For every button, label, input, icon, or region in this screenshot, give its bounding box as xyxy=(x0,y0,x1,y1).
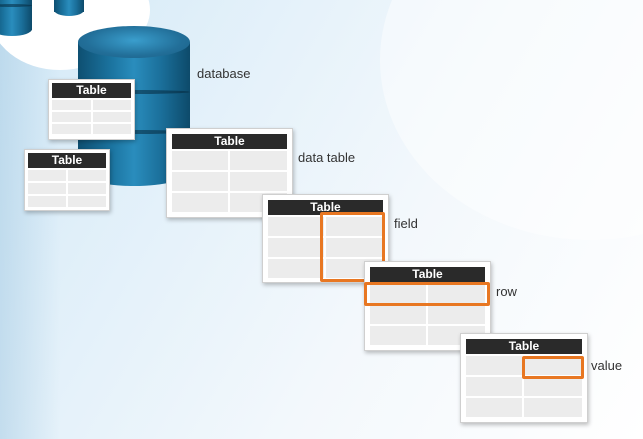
small-database-icon xyxy=(0,0,32,38)
table-cell xyxy=(326,238,383,257)
table-header: Table xyxy=(466,339,582,354)
table-cell xyxy=(52,124,91,134)
small-database-icon xyxy=(54,0,84,20)
table-cell xyxy=(172,172,228,191)
background-glow xyxy=(380,0,643,240)
table-cell xyxy=(93,124,131,134)
table-cell xyxy=(268,217,324,236)
label-value: value xyxy=(591,358,623,373)
table-cell xyxy=(466,356,522,375)
table-header: Table xyxy=(28,153,106,168)
table-cell xyxy=(428,305,485,324)
table-cell xyxy=(524,356,582,375)
table-cell xyxy=(93,112,131,122)
table-header: Table xyxy=(370,267,485,282)
table-cell xyxy=(370,284,426,303)
field-highlight xyxy=(320,212,385,282)
label-row: row xyxy=(496,284,517,299)
table-cell xyxy=(52,100,91,110)
table-cell xyxy=(466,398,522,417)
table-cell xyxy=(172,151,228,170)
table-cell xyxy=(268,259,324,278)
table-cell xyxy=(370,305,426,324)
table-cell xyxy=(68,170,106,181)
label-database: database xyxy=(197,66,251,81)
table-cell xyxy=(28,196,66,207)
table-cell xyxy=(68,196,106,207)
table-header: Table xyxy=(172,134,287,149)
table-cell xyxy=(28,170,66,181)
table-cell xyxy=(524,398,582,417)
table-cell xyxy=(230,151,287,170)
table-cell xyxy=(28,183,66,194)
table-cell xyxy=(466,377,522,396)
table-cell xyxy=(326,217,383,236)
table-cell xyxy=(428,284,485,303)
row-highlight xyxy=(364,282,490,306)
table-cell xyxy=(52,112,91,122)
table-icon: Table xyxy=(24,149,110,211)
label-field: field xyxy=(394,216,418,231)
background-band xyxy=(0,0,60,439)
table-header: Table xyxy=(52,83,131,98)
table-cell xyxy=(93,100,131,110)
table-icon: Table xyxy=(48,79,135,140)
value-highlight xyxy=(522,356,584,379)
table-header: Table xyxy=(268,200,383,215)
label-data-table: data table xyxy=(298,150,356,165)
table-cell xyxy=(68,183,106,194)
table-cell xyxy=(172,193,228,212)
table-cell xyxy=(370,326,426,345)
table-cell xyxy=(524,377,582,396)
table-cell xyxy=(268,238,324,257)
table-cell xyxy=(230,172,287,191)
